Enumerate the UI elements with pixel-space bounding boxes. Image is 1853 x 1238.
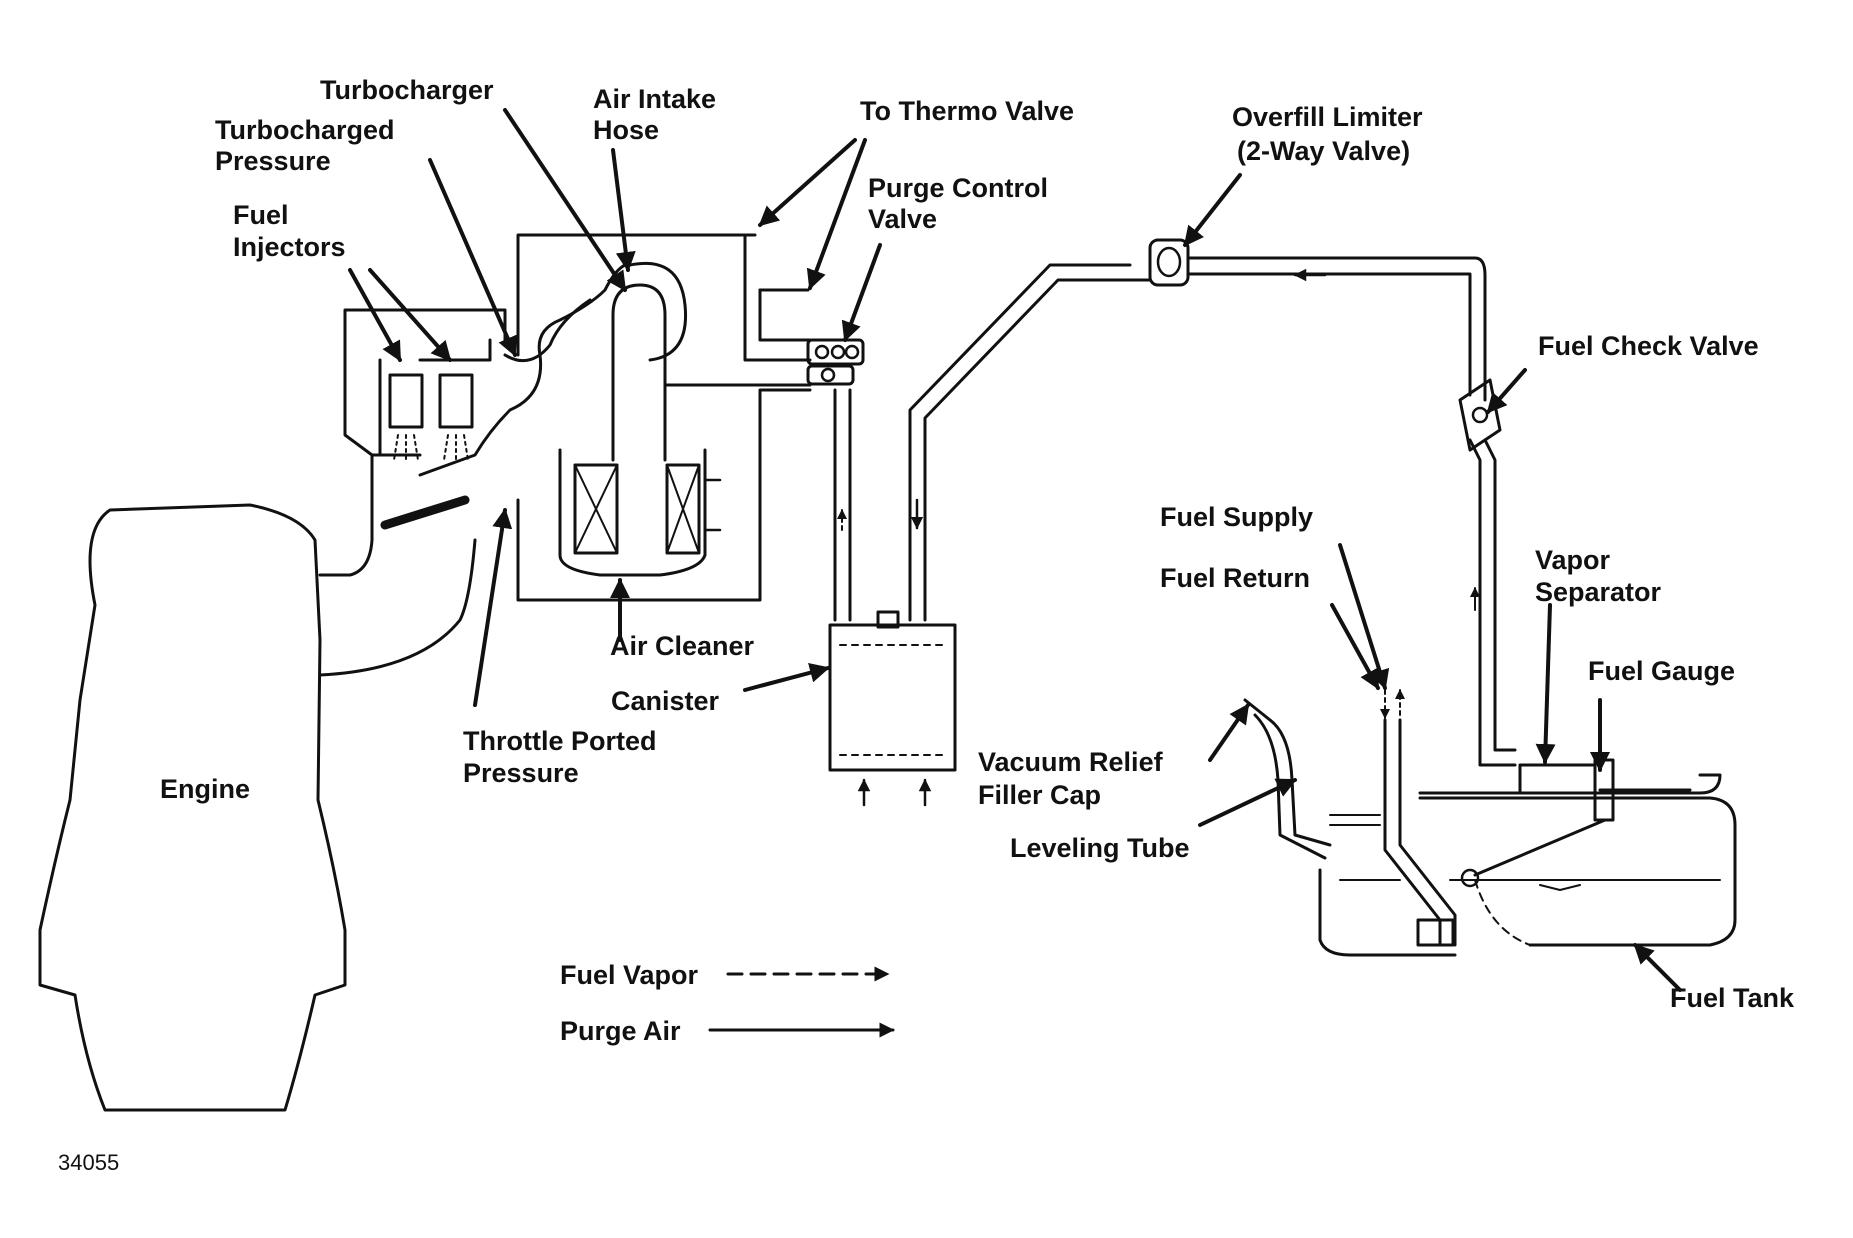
label-canister: Canister	[611, 686, 720, 716]
label-fuel-tank: Fuel Tank	[1670, 983, 1795, 1013]
air-intake-hose	[611, 283, 667, 462]
label-air-intake-hose-line1: Air Intake	[593, 84, 716, 114]
label-fuel-supply: Fuel Supply	[1160, 502, 1313, 532]
labels: Turbocharger Turbocharged Pressure Fuel …	[58, 75, 1795, 1175]
label-purge-control-valve-line1: Purge Control	[868, 173, 1048, 203]
label-air-intake-hose-line2: Hose	[593, 115, 659, 145]
legend-purge-air-label: Purge Air	[560, 1016, 681, 1046]
legend: Fuel Vapor Purge Air	[560, 960, 895, 1046]
filler-neck	[1243, 698, 1381, 860]
fuel-injector-left	[388, 373, 424, 463]
label-vapor-separator-line2: Separator	[1535, 577, 1662, 607]
label-overfill-limiter-line1: Overfill Limiter	[1232, 102, 1423, 132]
overfill-limiter	[1148, 238, 1190, 287]
label-overfill-limiter-line2: (2-Way Valve)	[1237, 136, 1410, 166]
label-turbocharged-pressure-line2: Pressure	[215, 146, 331, 176]
label-fuel-injectors-line2: Injectors	[233, 232, 346, 262]
label-fuel-return: Fuel Return	[1160, 563, 1310, 593]
label-fuel-injectors-line1: Fuel	[233, 200, 289, 230]
fuel-injector-right	[438, 373, 474, 463]
legend-fuel-vapor-label: Fuel Vapor	[560, 960, 699, 990]
turbocharger	[418, 261, 688, 477]
air-cleaner	[558, 448, 722, 577]
label-fuel-check-valve: Fuel Check Valve	[1538, 331, 1759, 361]
pressure-lines	[516, 233, 812, 602]
label-leveling-tube: Leveling Tube	[1010, 833, 1190, 863]
label-throttle-ported-pressure-line2: Pressure	[463, 758, 579, 788]
label-turbocharger: Turbocharger	[320, 75, 494, 105]
figure-number: 34055	[58, 1150, 119, 1175]
label-purge-control-valve-line2: Valve	[868, 204, 937, 234]
fuel-supply-return-tubes	[1380, 689, 1457, 947]
leader-arrows	[348, 108, 1682, 992]
label-engine: Engine	[160, 774, 250, 804]
engine	[38, 453, 477, 1112]
vapor-separator	[1418, 763, 1722, 795]
label-throttle-ported-pressure-line1: Throttle Ported	[463, 726, 657, 756]
label-fuel-gauge: Fuel Gauge	[1588, 656, 1735, 686]
fuel-gauge	[1460, 758, 1615, 946]
label-vacuum-relief-filler-cap-line2: Filler Cap	[978, 780, 1101, 810]
label-vacuum-relief-filler-cap-line1: Vacuum Relief	[978, 747, 1164, 777]
label-vapor-separator-line1: Vapor	[1535, 545, 1611, 575]
fuel-tank	[1318, 796, 1737, 957]
label-to-thermo-valve: To Thermo Valve	[860, 96, 1074, 126]
label-air-cleaner: Air Cleaner	[610, 631, 755, 661]
vapor-line	[1186, 256, 1517, 767]
label-turbocharged-pressure-line1: Turbocharged	[215, 115, 395, 145]
canister	[828, 263, 1152, 807]
purge-control-valve	[806, 338, 865, 386]
fuel-check-valve	[1458, 378, 1502, 452]
